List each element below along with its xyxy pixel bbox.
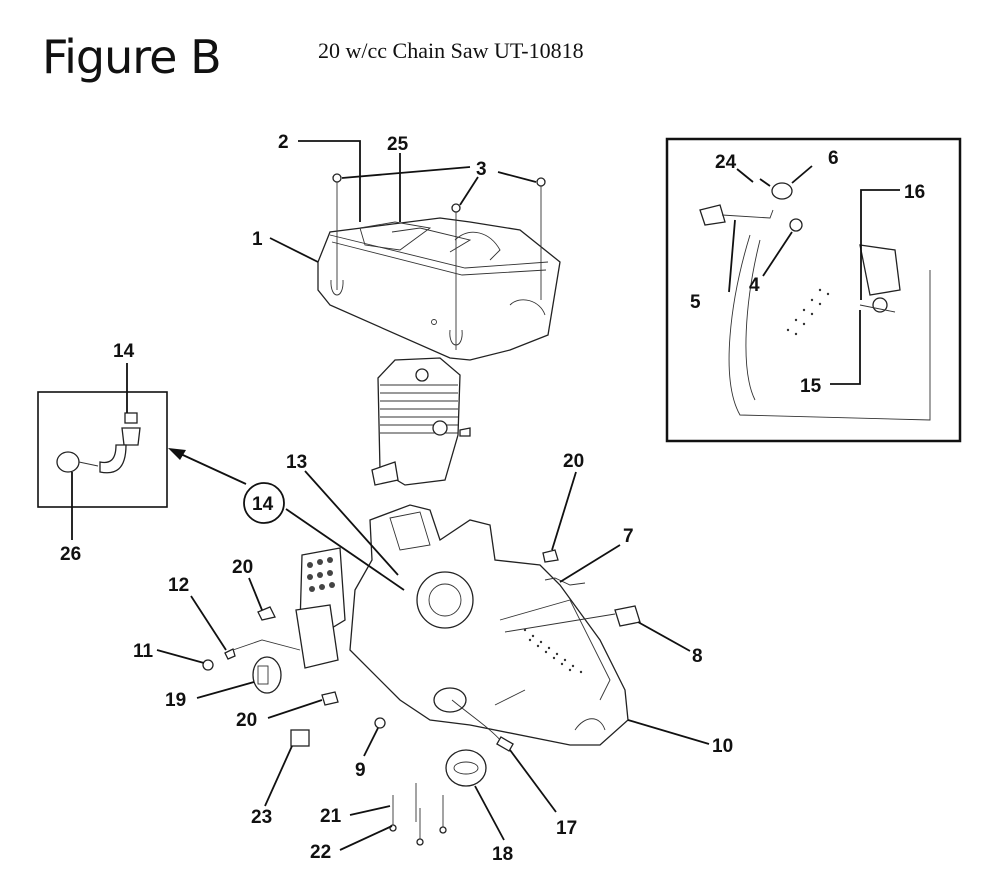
part-8-switch bbox=[614, 605, 641, 627]
callout-8: 8 bbox=[692, 646, 703, 667]
callout-12: 12 bbox=[168, 575, 189, 596]
callout-24: 24 bbox=[715, 152, 737, 173]
part-17-fuel-line bbox=[433, 687, 514, 752]
callout-16: 16 bbox=[904, 182, 925, 203]
callout-20-top: 20 bbox=[563, 451, 584, 472]
callout-25: 25 bbox=[387, 134, 409, 155]
part-18-fuel-cap bbox=[445, 749, 487, 787]
callout-14-detail: 14 bbox=[113, 341, 135, 362]
part-21-bolts bbox=[392, 783, 444, 840]
part-20-clip-top bbox=[542, 549, 559, 563]
part-12-fitting bbox=[224, 648, 236, 660]
handle-detail-inset bbox=[665, 137, 962, 443]
callout-18: 18 bbox=[492, 844, 513, 865]
callout-6: 6 bbox=[828, 148, 839, 169]
cover-screws bbox=[330, 173, 546, 350]
part-20-clip-left bbox=[257, 606, 276, 621]
part-11-plug bbox=[202, 659, 214, 671]
part-9-nut bbox=[374, 717, 386, 729]
callout-21: 21 bbox=[320, 806, 342, 827]
figure-title: Figure B bbox=[42, 30, 222, 84]
part-23-block bbox=[290, 729, 310, 747]
part-20-clip-bottom bbox=[321, 691, 339, 706]
callout-22: 22 bbox=[310, 842, 331, 863]
carburetor-assembly bbox=[295, 547, 346, 669]
top-cover bbox=[317, 217, 561, 361]
circled-callout-14 bbox=[243, 482, 285, 524]
callout-14-circled: 14 bbox=[252, 494, 274, 515]
callout-9: 9 bbox=[355, 760, 366, 781]
callout-3: 3 bbox=[476, 159, 487, 180]
callout-2: 2 bbox=[278, 132, 289, 153]
vent-dots bbox=[523, 628, 583, 674]
callout-26: 26 bbox=[60, 544, 81, 565]
part-12-line bbox=[232, 639, 301, 651]
callout-7: 7 bbox=[623, 526, 634, 547]
part-19-grommet bbox=[252, 656, 282, 694]
main-housing bbox=[349, 504, 629, 746]
callout-20-bottom: 20 bbox=[236, 710, 257, 731]
callout-19: 19 bbox=[165, 690, 186, 711]
callout-4: 4 bbox=[749, 275, 760, 296]
callout-15: 15 bbox=[800, 376, 822, 397]
fuel-line-detail-inset bbox=[37, 391, 168, 508]
callout-10: 10 bbox=[712, 736, 733, 757]
callout-13: 13 bbox=[286, 452, 307, 473]
callout-11: 11 bbox=[133, 641, 154, 662]
figure-subtitle: 20 w/cc Chain Saw UT-10818 bbox=[318, 38, 584, 63]
leader-lines bbox=[71, 140, 900, 851]
callout-1: 1 bbox=[252, 229, 263, 250]
callout-17: 17 bbox=[556, 818, 577, 839]
callout-23: 23 bbox=[251, 807, 272, 828]
callout-5: 5 bbox=[690, 292, 701, 313]
part-22-washers bbox=[389, 824, 447, 846]
callout-20-left: 20 bbox=[232, 557, 253, 578]
cylinder-engine bbox=[371, 357, 471, 486]
